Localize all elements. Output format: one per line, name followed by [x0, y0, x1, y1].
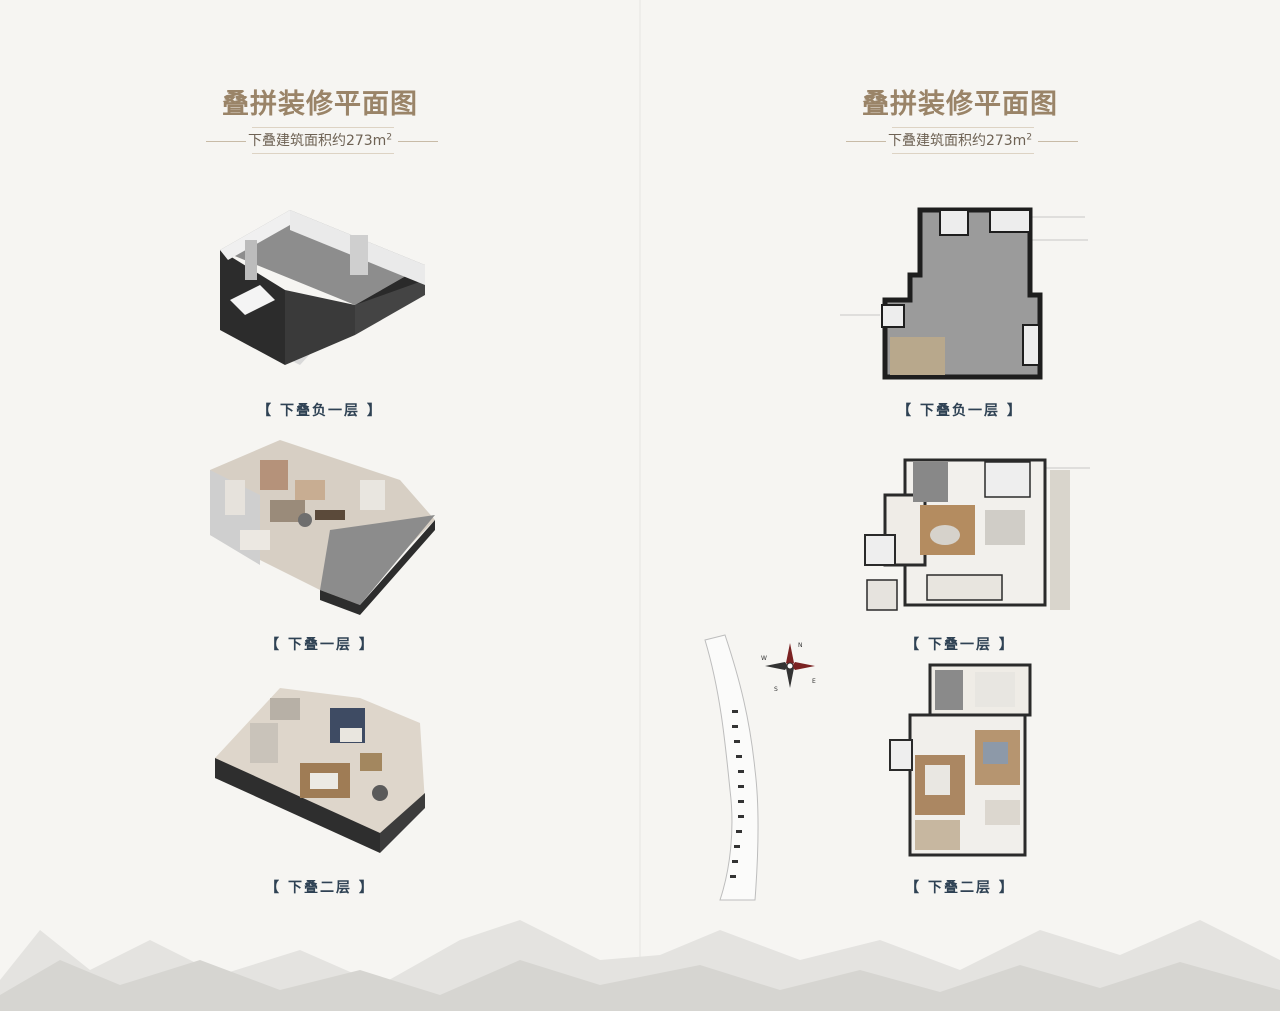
right-page-title: 叠拼装修平面图 [862, 89, 1058, 120]
site-plan [700, 630, 770, 905]
left-page-subtitle: 下叠建筑面积约273m2 [247, 132, 393, 149]
subtitle-line-bottom [252, 153, 394, 154]
compass-w: W [761, 655, 767, 662]
subtitle-rule-left [206, 141, 246, 142]
render-floor2-3d [210, 683, 435, 858]
compass-n: N [798, 642, 803, 649]
left-label-basement: 【 下叠负一层 】 [257, 403, 383, 419]
subtitle-rule-right [398, 141, 438, 142]
floorplan-floor1 [855, 440, 1090, 615]
render-floor1-3d [200, 440, 440, 615]
right-page-subtitle: 下叠建筑面积约273m2 [887, 132, 1033, 149]
compass-s: S [774, 686, 778, 693]
render-basement-3d [200, 205, 440, 375]
left-label-floor1: 【 下叠一层 】 [265, 637, 375, 653]
left-subtitle-block: 下叠建筑面积约273m2 [0, 127, 640, 154]
right-label-basement: 【 下叠负一层 】 [897, 403, 1023, 419]
subtitle-rule-right [1038, 141, 1078, 142]
subtitle-line-bottom [892, 153, 1034, 154]
floorplan-basement [840, 205, 1100, 395]
left-label-floor2: 【 下叠二层 】 [265, 880, 375, 896]
subtitle-rule-left [846, 141, 886, 142]
left-page: 叠拼装修平面图 下叠建筑面积约273m2 【 下叠负一层 】 [0, 89, 640, 896]
right-page: 叠拼装修平面图 下叠建筑面积约273m2 【 下叠负一层 】 [640, 0, 1280, 1011]
subtitle-line-top [252, 127, 394, 128]
compass-e: E [812, 678, 816, 685]
compass-rose: N S E W [760, 638, 820, 693]
right-subtitle-block: 下叠建筑面积约273m2 [640, 127, 1280, 154]
right-label-floor2: 【 下叠二层 】 [905, 880, 1015, 896]
mountain-background [0, 900, 1280, 1011]
right-label-floor1: 【 下叠一层 】 [905, 637, 1015, 653]
subtitle-line-top [892, 127, 1034, 128]
left-page-title: 叠拼装修平面图 [222, 89, 418, 120]
floorplan-floor2 [875, 660, 1095, 865]
page-fold [639, 0, 641, 1011]
